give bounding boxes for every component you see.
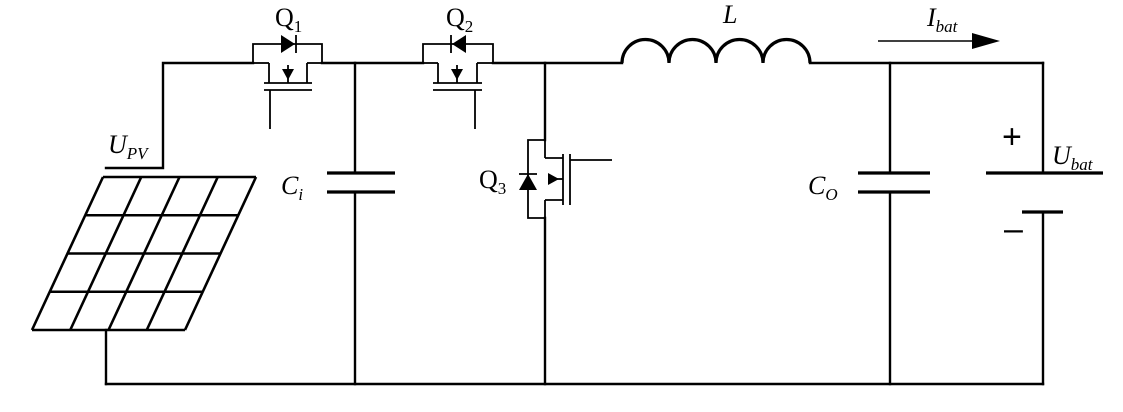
solar-panel-col-line bbox=[183, 176, 258, 331]
q1-diode-icon bbox=[281, 35, 295, 53]
battery-voltage-label: Ubat bbox=[1052, 141, 1094, 174]
co-label: CO bbox=[808, 171, 838, 204]
q1-mosfet bbox=[252, 35, 323, 129]
current-label: Ibat bbox=[926, 3, 959, 36]
current-arrow bbox=[878, 33, 1000, 49]
solar-panel-col-line bbox=[107, 176, 181, 331]
pv-voltage-label: UPV bbox=[108, 130, 150, 163]
q2-label: Q2 bbox=[446, 3, 473, 36]
arrow-head-icon bbox=[972, 33, 1000, 49]
solar-panel-icon bbox=[30, 175, 258, 332]
labels: Q1 Q2 Q3 L Ibat UPV Ci CO Ubat + – bbox=[108, 0, 1094, 248]
q3-mosfet bbox=[519, 139, 612, 219]
battery-plus-sign: + bbox=[1002, 118, 1022, 156]
q2-mosfet bbox=[422, 35, 494, 129]
wires bbox=[104, 61, 1045, 386]
q2-diode-icon bbox=[452, 35, 466, 53]
inductor-coil bbox=[620, 37, 812, 64]
q3-label: Q3 bbox=[479, 165, 506, 198]
wire-pv-to-q1 bbox=[104, 61, 255, 170]
solar-panel-col-line bbox=[145, 176, 219, 331]
q3-diode-icon bbox=[519, 174, 537, 190]
capacitor-co bbox=[858, 171, 930, 194]
ci-label: Ci bbox=[281, 171, 303, 204]
inductor-label: L bbox=[722, 0, 737, 29]
q1-label: Q1 bbox=[275, 3, 302, 36]
battery-minus-sign: – bbox=[1004, 210, 1023, 248]
capacitor-ci bbox=[327, 171, 395, 194]
solar-panel-col-line bbox=[30, 176, 105, 331]
battery bbox=[986, 171, 1103, 214]
solar-panel-col-line bbox=[69, 176, 143, 331]
